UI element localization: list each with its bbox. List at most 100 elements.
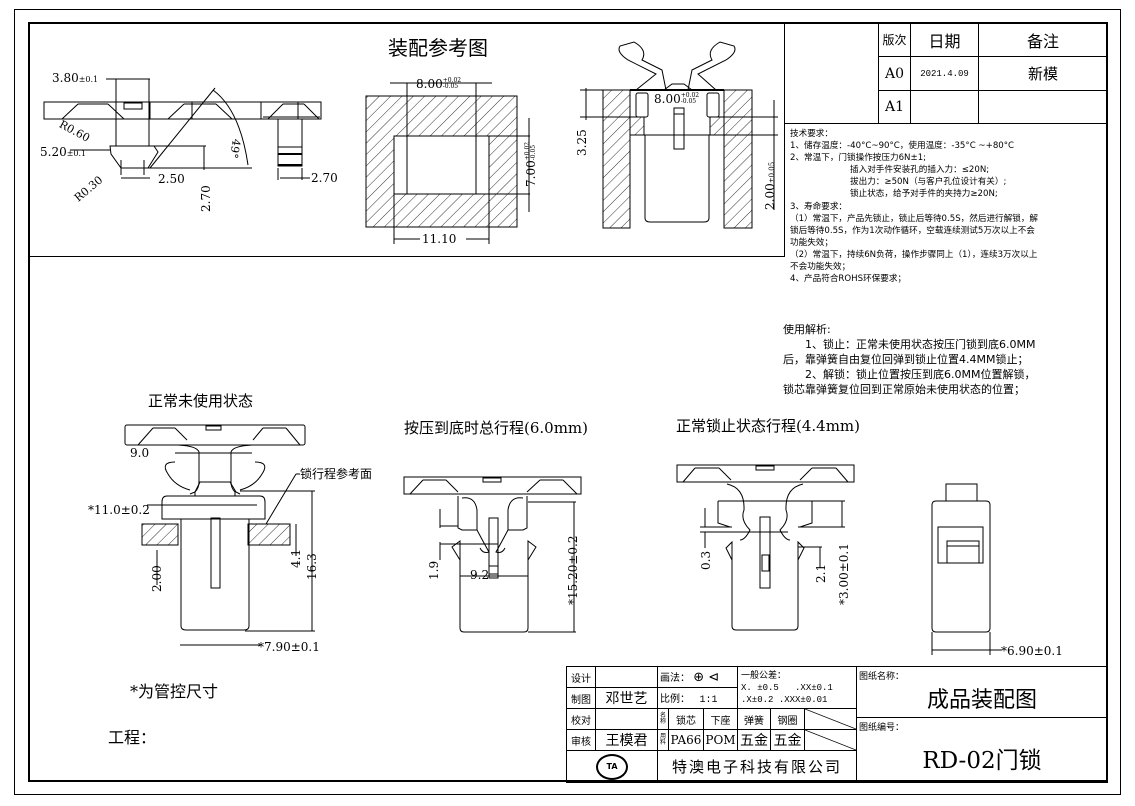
dim-tolerance: ±0.05	[768, 161, 776, 184]
project-label: 工程：	[108, 728, 157, 747]
dim-angle: 49°	[226, 137, 243, 160]
drawn-value: 邓世艺	[595, 687, 658, 709]
check-value	[595, 708, 658, 730]
dim-15-2: *15.20±0.2	[566, 535, 580, 606]
dim-section-depth: 3.25	[575, 129, 589, 156]
drawn-label: 制图	[566, 687, 596, 709]
dim-value: 3.80	[52, 71, 79, 85]
tol-plus: +0.02	[442, 77, 462, 84]
dim-tip-width: 2.50	[158, 172, 185, 186]
tol-minus: -0.05	[442, 83, 459, 90]
dim-1-9: 1.9	[427, 560, 441, 580]
drawing-number-label: 图纸编号：	[859, 723, 905, 733]
dim-9-2: 9.2	[470, 568, 490, 582]
dim-section-lower: 2.00±0.05	[763, 161, 777, 210]
tolerance-value: .XX±0.1	[795, 682, 833, 693]
req-line: 2、常温下，门锁操作按压力6N±1;	[790, 153, 927, 164]
part-material: 五金	[737, 729, 771, 751]
req-title: 技术要求：	[790, 129, 833, 139]
tolerance-cell: 一般公差： X. ±0.5 .XX±0.1 .X±0.2 .XXX±0.01	[737, 666, 857, 709]
tolerance-row: X. ±0.5 .XX±0.1	[741, 682, 856, 694]
assembly-section-view	[580, 41, 778, 229]
projection-symbol-icon: ⊕ ⊲	[693, 670, 720, 685]
dim-value: 8.00	[416, 77, 443, 91]
company-logo: TA	[566, 750, 658, 783]
usage-line: 后，靠弹簧自由复位回弹到锁止位置4.4MM锁止；	[783, 353, 1029, 366]
part-name: 锁芯	[668, 708, 704, 730]
pressed-state-view	[403, 476, 582, 633]
tolerance-value: .XXX±0.01	[778, 694, 828, 705]
part-material: POM	[703, 729, 738, 751]
part-name: 弹簧	[737, 708, 771, 730]
tolerance-value: X. ±0.5	[741, 682, 779, 693]
usage-title: 使用解析:	[783, 323, 831, 336]
dim-width-mid: 5.20±0.1	[40, 146, 86, 158]
dim-tip-height: 2.70	[199, 185, 213, 212]
section-divider	[28, 256, 785, 257]
normal-state-title: 正常未使用状态	[148, 392, 254, 410]
design-label: 设计	[566, 666, 596, 688]
req-line: 3、寿命要求：	[790, 201, 848, 212]
dim-0-3: 0.3	[699, 550, 713, 570]
dim-4-1: 4.1	[289, 548, 303, 568]
technical-requirements: 技术要求： 1、储存温度：-40°C~90°C，使用温度：-35°C ~+80°…	[790, 128, 1105, 285]
design-value	[595, 666, 658, 688]
dim-9: 9.0	[130, 446, 150, 460]
req-line: （1）常温下，产品先锁止，锁止后等待0.5S，然后进行解锁，解	[790, 213, 1039, 224]
req-line: 拔出力：≥50N（与客户孔位设计有关）;	[850, 177, 1007, 188]
section-divider	[784, 22, 785, 257]
hole-reference-view	[365, 82, 530, 244]
dim-16-3: 16.3	[305, 553, 319, 580]
dim-7-9: *7.90±0.1	[258, 640, 320, 654]
title-block-right: 图纸名称： 成品装配图 图纸编号： RD-02门锁	[856, 666, 1108, 783]
req-line: 4、产品符合ROHS环保要求；	[790, 274, 907, 285]
material-label: 用料	[657, 729, 669, 751]
assembly-reference-title: 装配参考图	[388, 36, 488, 60]
drawing-name: 成品装配图	[926, 688, 1037, 713]
rev-date: 2021.4.09	[910, 56, 979, 91]
req-line: 锁后等待0.5S，作为1次动作循环，空载连续测试5万次以上不会	[790, 225, 1035, 236]
dim-value: 5.20	[40, 145, 67, 159]
dim-11: *11.0±0.2	[88, 503, 150, 517]
locked-state-view	[676, 464, 855, 631]
tolerance-value: .X±0.2	[741, 694, 774, 705]
projection-label: 画法：	[660, 673, 690, 684]
section-divider	[784, 123, 1108, 124]
part-name: 钢圈	[770, 708, 805, 730]
req-line: 不会功能失效；	[790, 262, 851, 273]
side-view	[931, 483, 1002, 655]
dim-tolerance: ±0.1	[78, 75, 99, 84]
part-side-view	[260, 101, 322, 180]
req-line: （2）常温下，持续6N负荷，操作步骤同上（1），连续3万次以上	[790, 249, 1038, 260]
rev-version: A0	[878, 56, 911, 91]
usage-line: 1、锁止：正常未使用状态按压门锁到底6.0MM	[805, 338, 1036, 351]
tol-plus: +0.02	[680, 92, 700, 99]
scale-value: 1:1	[699, 695, 718, 706]
part-front-view	[43, 78, 299, 179]
dim-tolerance: +0.02-0.05	[524, 142, 537, 160]
name-label: 名称	[657, 708, 669, 730]
lock-travel-reference-label: 锁行程参考面	[300, 467, 373, 481]
scale-label: 比例：	[660, 694, 690, 705]
drawing-outer-border	[14, 9, 1121, 795]
scale-cell: 比例： 1:1	[657, 687, 738, 709]
part-material: PA66	[668, 729, 704, 751]
drawing-name-label: 图纸名称：	[859, 672, 905, 682]
empty-cell	[804, 708, 857, 730]
usage-line: 锁芯靠弹簧复位回到正常原始未使用状态的位置；	[783, 383, 1025, 396]
usage-line: 2、解锁：锁止位置按压到底6.0MM位置解锁，	[805, 368, 1036, 381]
req-line: 1、储存温度：-40°C~90°C，使用温度：-35°C ~+80°C	[790, 141, 1015, 152]
check-label: 校对	[566, 708, 596, 730]
tolerance-row: .X±0.2 .XXX±0.01	[741, 694, 856, 706]
req-line: 功能失效；	[790, 237, 833, 248]
dim-width-top: 3.80±0.1	[52, 72, 98, 84]
part-material: 五金	[770, 729, 805, 751]
tol-minus: -0.05	[680, 98, 697, 105]
locked-state-title: 正常锁止状态行程(4.4mm)	[676, 417, 861, 435]
dim-outer-width: 11.10	[422, 232, 457, 246]
normal-state-view	[124, 424, 315, 646]
usage-analysis: 使用解析: 1、锁止：正常未使用状态按压门锁到底6.0MM 后，靠弹簧自由复位回…	[783, 322, 1103, 397]
dim-tolerance: +0.02-0.05	[681, 93, 699, 105]
dim-value: 7.00	[524, 160, 538, 187]
